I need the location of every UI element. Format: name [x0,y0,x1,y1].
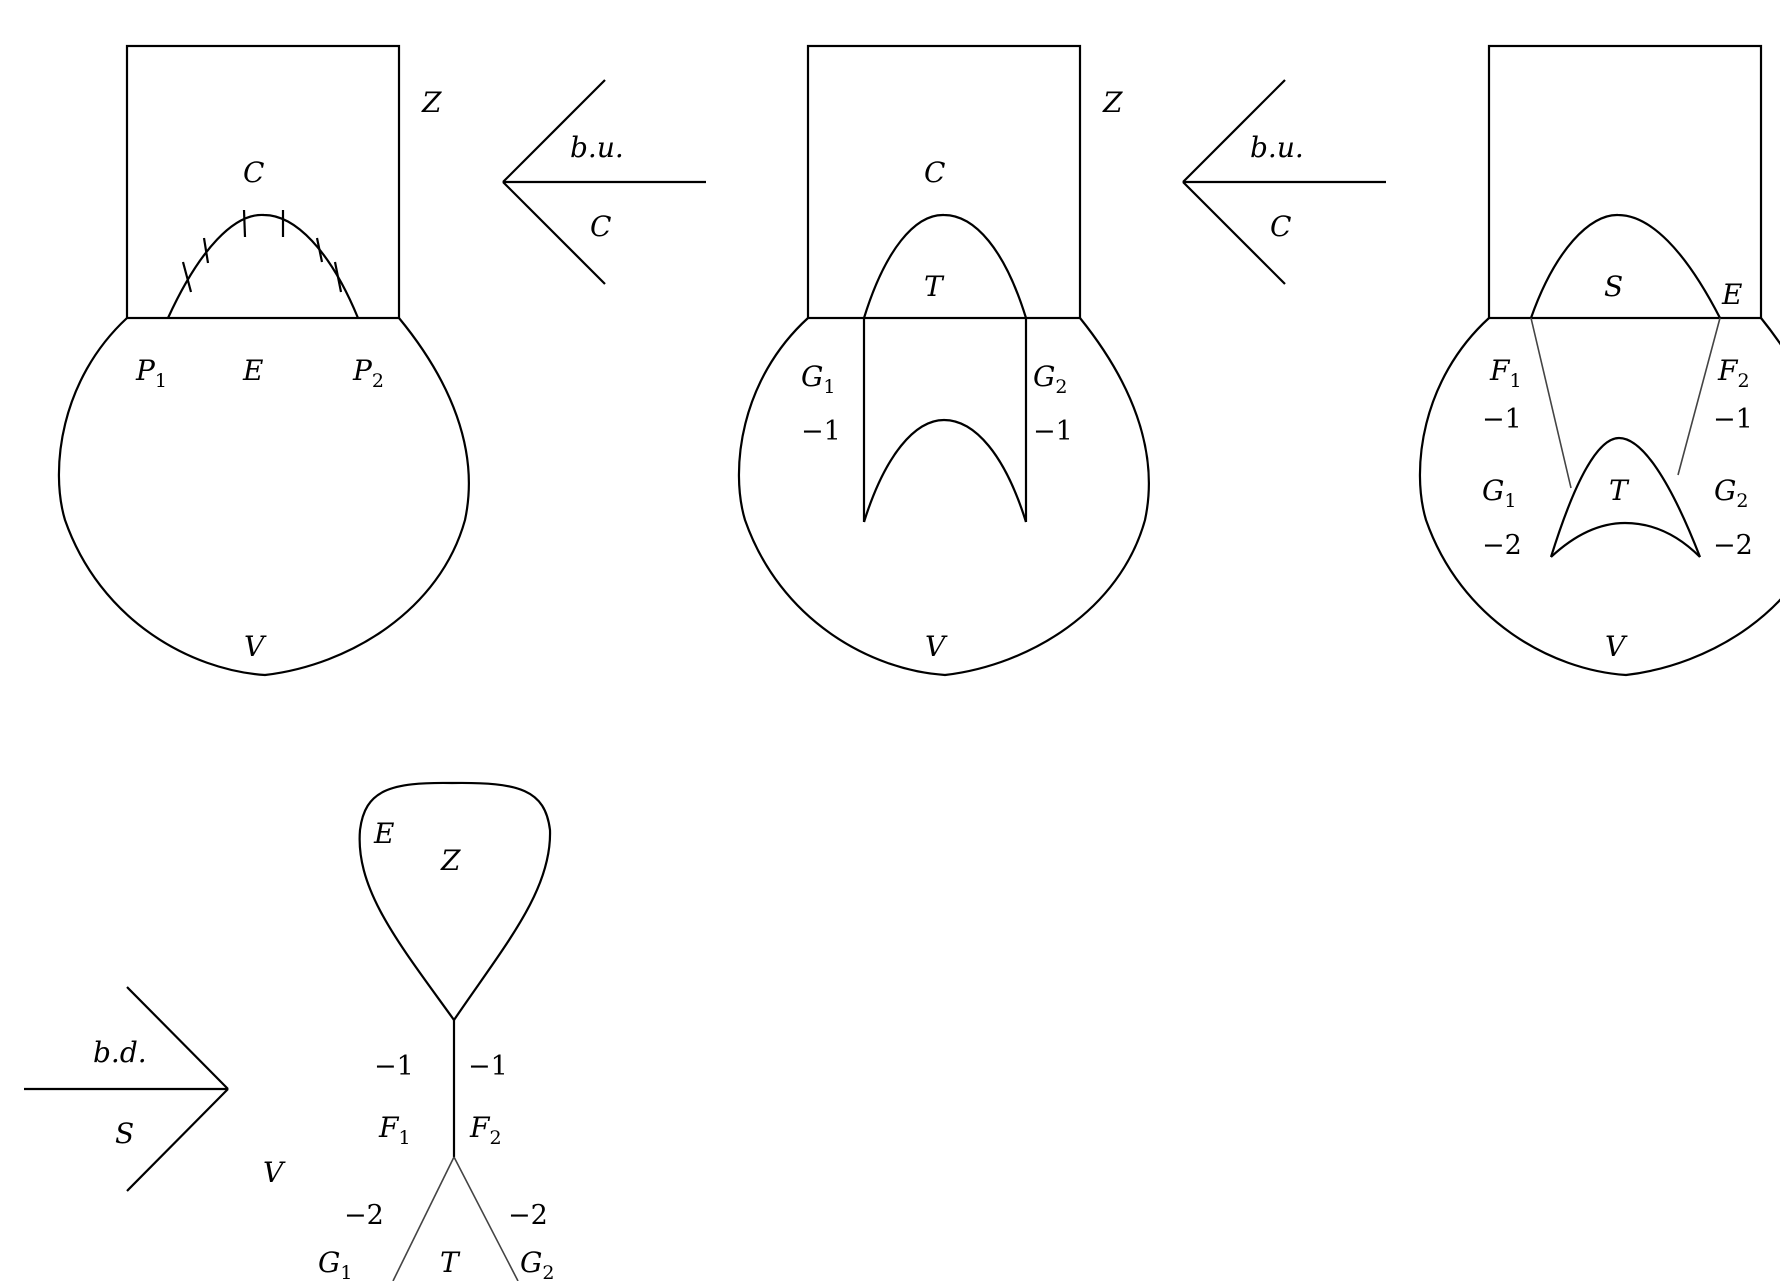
self-intersection-g1: −2 [344,1200,384,1231]
curve-f2 [1677,317,1721,476]
curve-g1 [392,1156,455,1281]
panel-1: Z C P1 E P2 V [57,44,470,677]
label-t: T [440,1246,461,1279]
label-c: C [924,156,945,189]
self-intersection-g2: −1 [1033,416,1073,447]
surface-z-square [806,44,1082,320]
surface-v-bulb [1418,317,1780,677]
label-p2: P2 [352,354,384,392]
label-f1: F1 [1489,354,1522,392]
label-f1: F1 [378,1111,411,1149]
arrow-2-top-label: b.u. [1250,131,1304,164]
curve-c-upper [862,213,1028,319]
arrow-blowup-1: b.u. C [502,79,706,285]
label-t: T [1609,474,1630,507]
curve-c [166,213,360,319]
label-t: T [924,270,945,303]
label-c: C [243,156,264,189]
surface-v-bulb [57,317,470,677]
self-intersection-f2: −1 [1713,404,1753,435]
label-e: E [242,354,263,387]
surface-z-square [1487,44,1763,320]
curve-t-upper [1549,436,1702,558]
label-v: V [244,630,267,663]
self-intersection-f1: −1 [374,1051,414,1082]
curve-c-lower [862,418,1028,523]
self-intersection-g1: −2 [1482,530,1522,561]
label-z: Z [1102,86,1123,119]
self-intersection-f1: −1 [1482,404,1522,435]
self-intersection-f2: −1 [468,1051,508,1082]
label-g2: G2 [520,1246,554,1281]
label-g1: G1 [1482,474,1516,512]
arrow-1-top-label: b.u. [570,131,624,164]
label-g1: G1 [801,360,835,398]
curve-e-loop [358,781,552,1021]
label-z: Z [440,844,461,877]
label-g2: G2 [1033,360,1067,398]
arrow-3-top-label: b.d. [93,1036,147,1069]
surface-v-bulb [737,317,1150,677]
curve-t-lower [1550,521,1701,558]
curve-f1 [1530,317,1572,489]
arrow-2-bottom-label: C [1270,210,1291,243]
label-f2: F2 [469,1111,502,1149]
arrow-blowup-2: b.u. C [1182,79,1386,285]
label-g2: G2 [1714,474,1748,512]
panel-3: S E F1 F2 −1 −1 G1 T G2 −2 −2 V [1418,44,1780,677]
arrow-3-bottom-label: S [115,1117,134,1150]
label-e: E [373,817,394,850]
arrow-blowdown: b.d. S [24,986,229,1192]
label-v: V [925,630,948,663]
label-e: E [1721,278,1742,311]
label-z: Z [421,86,442,119]
label-v: V [1605,630,1628,663]
panel-2: Z C T G1 G2 −1 −1 V [737,44,1150,677]
self-intersection-g2: −2 [508,1200,548,1231]
curve-c-ticks [181,209,343,293]
self-intersection-g2: −2 [1713,530,1753,561]
label-v: V [263,1156,286,1189]
label-p1: P1 [135,354,167,392]
surface-z-square [125,44,401,320]
label-s: S [1604,270,1623,303]
curve-s [1529,213,1721,319]
curve-g2 [453,1156,519,1281]
label-f2: F2 [1717,354,1750,392]
panel-4: E Z −1 −1 F1 F2 V −2 −2 G1 T G2 [263,781,554,1281]
label-g1: G1 [318,1246,352,1281]
arrow-1-bottom-label: C [590,210,611,243]
self-intersection-g1: −1 [801,416,841,447]
